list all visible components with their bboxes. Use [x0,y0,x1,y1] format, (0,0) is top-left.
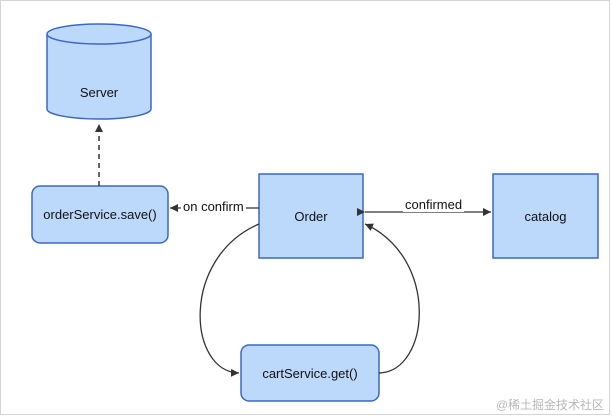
order-service-save-label: orderService.save() [43,207,157,222]
server-label: Server [79,84,119,100]
confirmed-label: confirmed [403,197,465,212]
server-node-shape [46,23,152,120]
cart-service-get-label: cartService.get() [262,365,358,381]
catalog-label: catalog [524,208,567,224]
cart-service-to-order-curve [364,223,420,374]
order-node-shape [258,173,364,259]
order-label: Order [294,208,328,224]
on-confirm-label: on confirm [181,199,246,214]
order-service-save-node-shape [31,185,169,244]
catalog-node-shape [492,173,599,259]
order-to-cart-service-curve [199,223,260,377]
watermark-text: @稀土掘金技术社区 [495,398,604,412]
